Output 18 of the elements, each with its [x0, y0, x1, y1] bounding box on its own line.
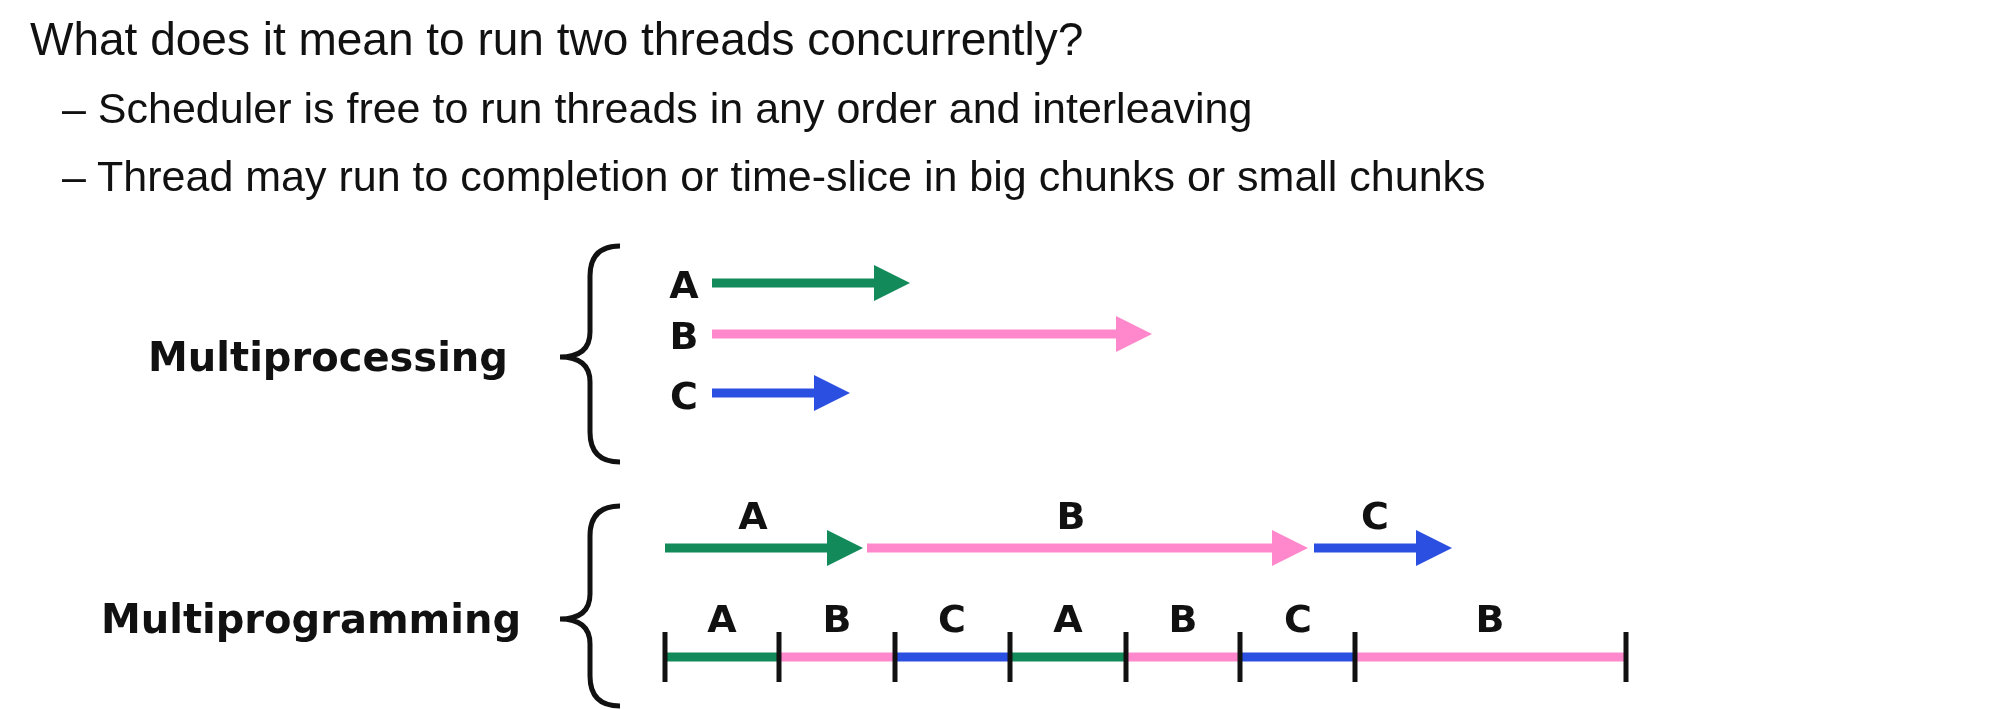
thread-label: B	[669, 314, 699, 358]
thread-label: A	[1053, 597, 1083, 641]
bullet-text: – Thread may run to completion or time-slice in big chunks or small chunks	[62, 152, 1486, 201]
slide-title: What does it mean to run two threads concurrently?	[30, 12, 1084, 66]
thread-label: B	[1056, 494, 1086, 538]
row-heading: Multiprocessing	[148, 334, 508, 380]
row-heading: Multiprogramming	[100, 596, 522, 642]
thread-label: C	[938, 597, 966, 641]
thread-label: C	[1361, 494, 1389, 538]
thread-label: B	[822, 597, 852, 641]
thread-label: B	[1475, 597, 1505, 641]
bullet-text: – Scheduler is free to run threads in any order and interleaving	[62, 84, 1253, 133]
thread-label: A	[738, 494, 768, 538]
thread-label: C	[1284, 597, 1312, 641]
thread-label: B	[1168, 597, 1198, 641]
thread-label: A	[669, 263, 699, 307]
thread-label: A	[707, 597, 737, 641]
thread-label: C	[670, 374, 698, 418]
